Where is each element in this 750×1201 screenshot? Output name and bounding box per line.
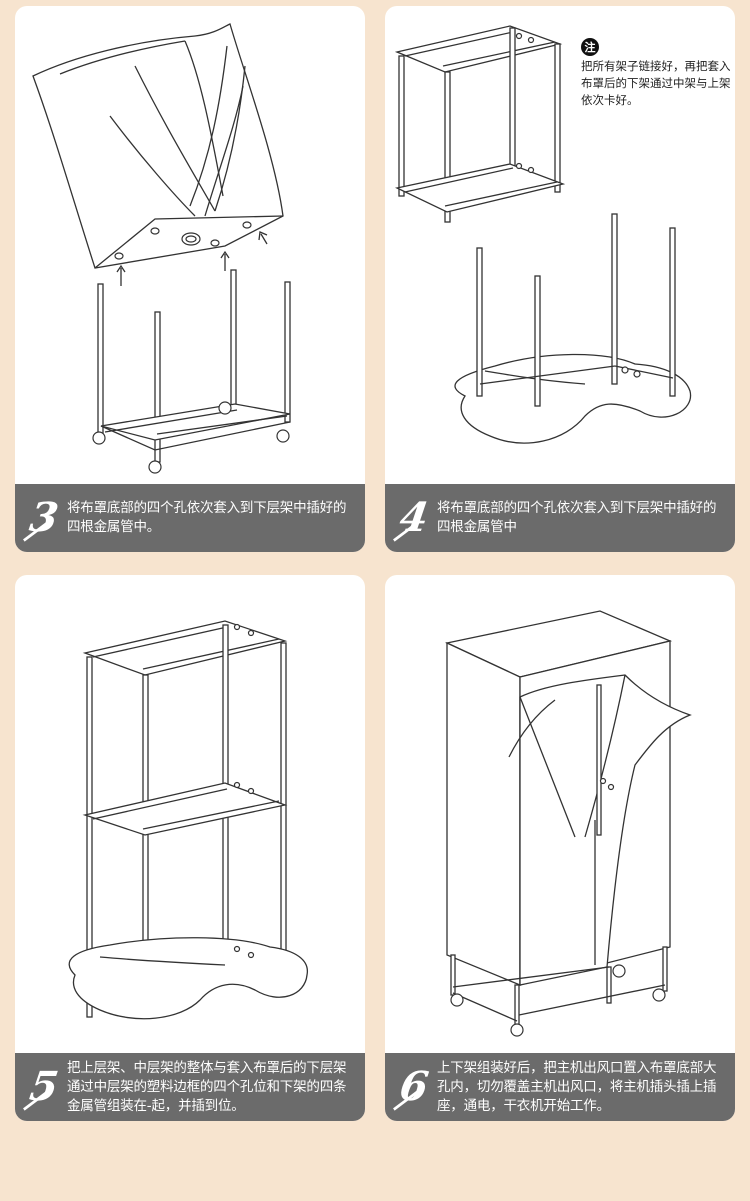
step-4-card: 注 把所有架子链接好，再把套入布罩后的下架通过中架与上架依次卡好。 4 将布罩底… bbox=[385, 6, 735, 552]
step-3-caption: 3 将布罩底部的四个孔依次套入到下层架中插好的四根金属管中。 bbox=[15, 484, 365, 552]
step-3-card: 3 将布罩底部的四个孔依次套入到下层架中插好的四根金属管中。 bbox=[15, 6, 365, 552]
step-5-text: 把上层架、中层架的整体与套入布罩后的下层架通过中层架的塑料边框的四个孔位和下架的… bbox=[67, 1059, 347, 1114]
step-5-number: 5 bbox=[18, 1063, 70, 1111]
step-6-card: 6 上下架组装好后，把主机出风口置入布罩底部大孔内，切勿覆盖主机出风口，将主机插… bbox=[385, 575, 735, 1121]
step-5-caption: 5 把上层架、中层架的整体与套入布罩后的下层架通过中层架的塑料边框的四个孔位和下… bbox=[15, 1053, 365, 1121]
step-6-number: 6 bbox=[388, 1063, 440, 1111]
step-6-illustration bbox=[444, 610, 692, 1037]
step-4-illustration bbox=[394, 25, 692, 444]
step-4-text: 将布罩底部的四个孔依次套入到下层架中插好的四根金属管中 bbox=[437, 500, 717, 535]
step-4-number: 4 bbox=[388, 494, 440, 542]
step-3-text: 将布罩底部的四个孔依次套入到下层架中插好的四根金属管中。 bbox=[67, 500, 347, 535]
step-5-card: 5 把上层架、中层架的整体与套入布罩后的下层架通过中层架的塑料边框的四个孔位和下… bbox=[15, 575, 365, 1121]
step-3-number: 3 bbox=[18, 494, 70, 542]
step-6-caption: 6 上下架组装好后，把主机出风口置入布罩底部大孔内，切勿覆盖主机出风口，将主机插… bbox=[385, 1053, 735, 1121]
step-3-illustration bbox=[32, 23, 291, 474]
step-4-caption: 4 将布罩底部的四个孔依次套入到下层架中插好的四根金属管中 bbox=[385, 484, 735, 552]
step-5-illustration bbox=[68, 620, 308, 1020]
step-6-text: 上下架组装好后，把主机出风口置入布罩底部大孔内，切勿覆盖主机出风口，将主机插头插… bbox=[437, 1059, 717, 1114]
note-box: 注 把所有架子链接好，再把套入布罩后的下架通过中架与上架依次卡好。 bbox=[581, 38, 731, 109]
note-text: 把所有架子链接好，再把套入布罩后的下架通过中架与上架依次卡好。 bbox=[581, 59, 731, 107]
note-badge: 注 bbox=[581, 38, 599, 56]
